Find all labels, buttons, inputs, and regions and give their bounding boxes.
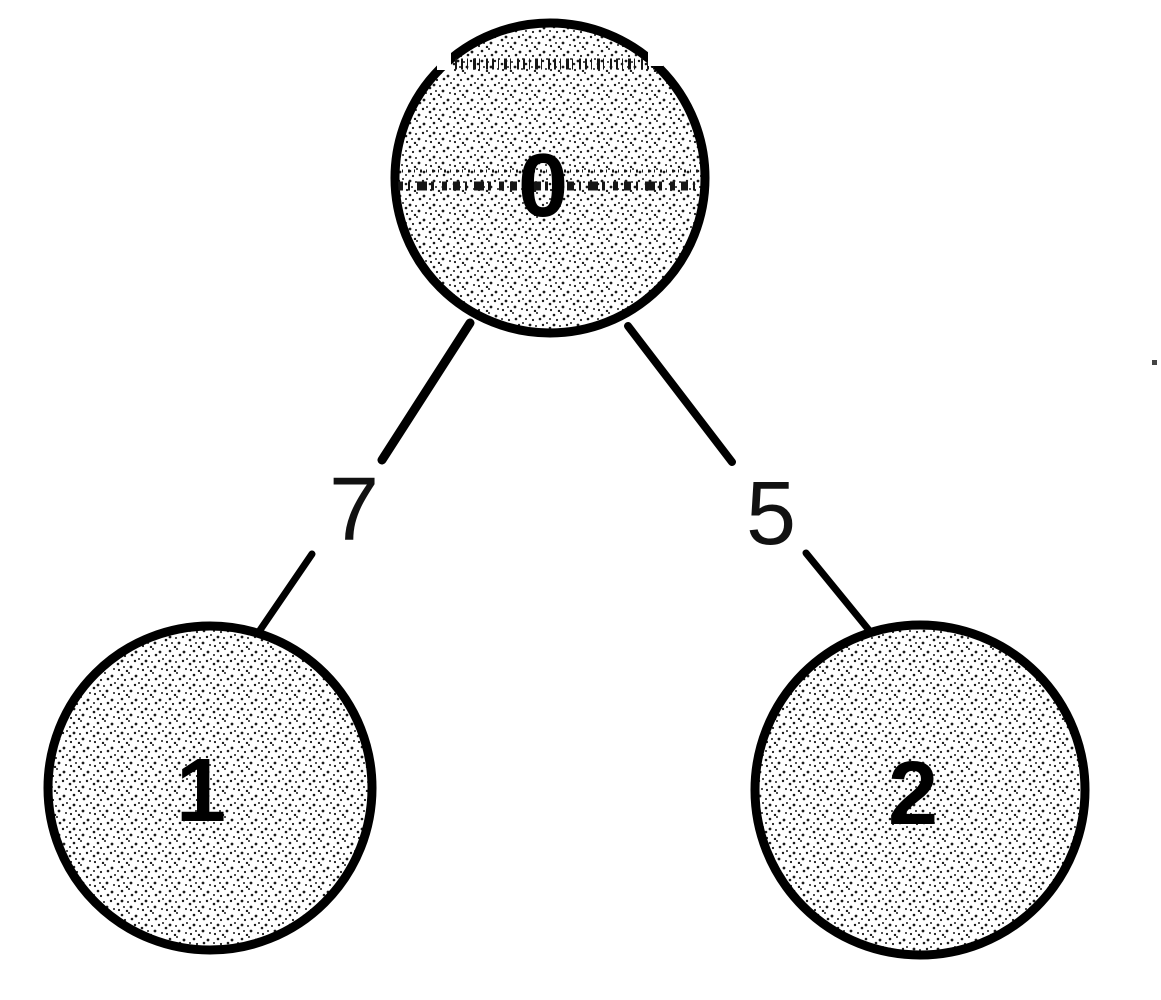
edge-0-2-weight-label: 5 — [746, 464, 796, 564]
node-0-circle — [390, 18, 710, 338]
node-0-outline-gap-right — [648, 46, 663, 66]
node-1-circle — [43, 621, 377, 955]
edge-0-1: 7 — [252, 318, 475, 640]
edge-0-1-lower-segment — [252, 550, 316, 640]
node-0-scan-artifacts — [398, 58, 702, 191]
edge-0-1-weight-label: 7 — [329, 460, 379, 560]
edge-0-2-upper-segment — [624, 322, 736, 466]
edge-0-1-upper-segment — [377, 318, 475, 465]
node-0-label: 0 — [518, 136, 568, 236]
node-2-label: 2 — [888, 744, 938, 844]
node-1: 1 — [43, 621, 377, 955]
node-2: 2 — [750, 620, 1090, 960]
edge-0-2: 5 — [624, 322, 881, 644]
node-0-outline-gap-left — [437, 50, 451, 70]
scan-speck — [1152, 360, 1157, 365]
node-2-circle — [750, 620, 1090, 960]
edge-0-2-lower-segment — [802, 549, 881, 644]
node-0: 0 — [390, 18, 710, 338]
node-1-label: 1 — [176, 741, 226, 841]
